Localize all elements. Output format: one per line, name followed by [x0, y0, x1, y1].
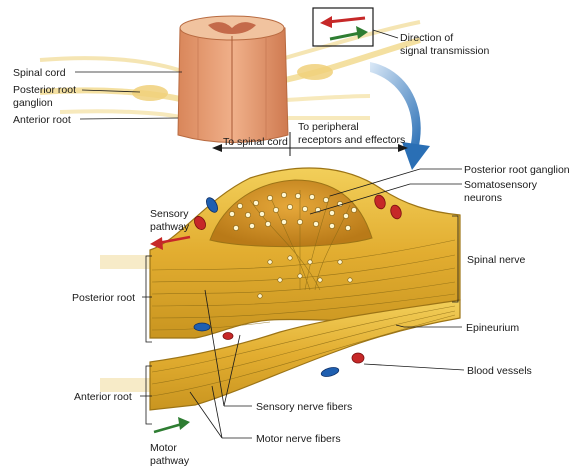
label-posterior-root: Posterior root — [72, 292, 135, 304]
nerve-cross-section — [100, 168, 460, 410]
label-epineurium: Epineurium — [466, 322, 519, 334]
label-motor-pathway-1: Motor — [150, 442, 177, 454]
label-sensory-pathway-2: pathway — [150, 221, 190, 233]
label-to-peripheral-2: receptors and effectors — [298, 134, 405, 146]
label-to-peripheral-1: To peripheral — [298, 121, 359, 133]
label-somatosensory-1: Somatosensory — [464, 179, 538, 191]
spinal-cord-segment — [178, 16, 288, 145]
label-posterior-root-ganglion-top: Posterior root — [13, 84, 76, 96]
label-sensory-nerve-fibers: Sensory nerve fibers — [256, 401, 352, 413]
label-somatosensory-2: neurons — [464, 192, 502, 204]
label-posterior-root-ganglion: Posterior root ganglion — [464, 164, 570, 176]
spinal-cord-illustration — [40, 8, 420, 145]
sensory-direction-arrow-top — [320, 16, 365, 28]
zoom-transition-arrow — [370, 62, 430, 170]
motor-pathway-arrow — [154, 417, 190, 432]
label-motor-nerve-fibers: Motor nerve fibers — [256, 433, 341, 445]
label-direction-1: Direction of — [400, 32, 453, 44]
label-direction-2: signal transmission — [400, 45, 489, 57]
label-motor-pathway-2: pathway — [150, 455, 190, 467]
label-spinal-nerve: Spinal nerve — [467, 254, 526, 266]
label-to-spinal-cord: To spinal cord — [223, 136, 288, 148]
label-anterior-root: Anterior root — [74, 391, 132, 403]
label-sensory-pathway-1: Sensory — [150, 208, 189, 220]
label-posterior-root-ganglion-top-2: ganglion — [13, 97, 53, 109]
label-spinal-cord: Spinal cord — [13, 67, 66, 79]
label-anterior-root-top: Anterior root — [13, 114, 71, 126]
label-blood-vessels: Blood vessels — [467, 365, 532, 377]
